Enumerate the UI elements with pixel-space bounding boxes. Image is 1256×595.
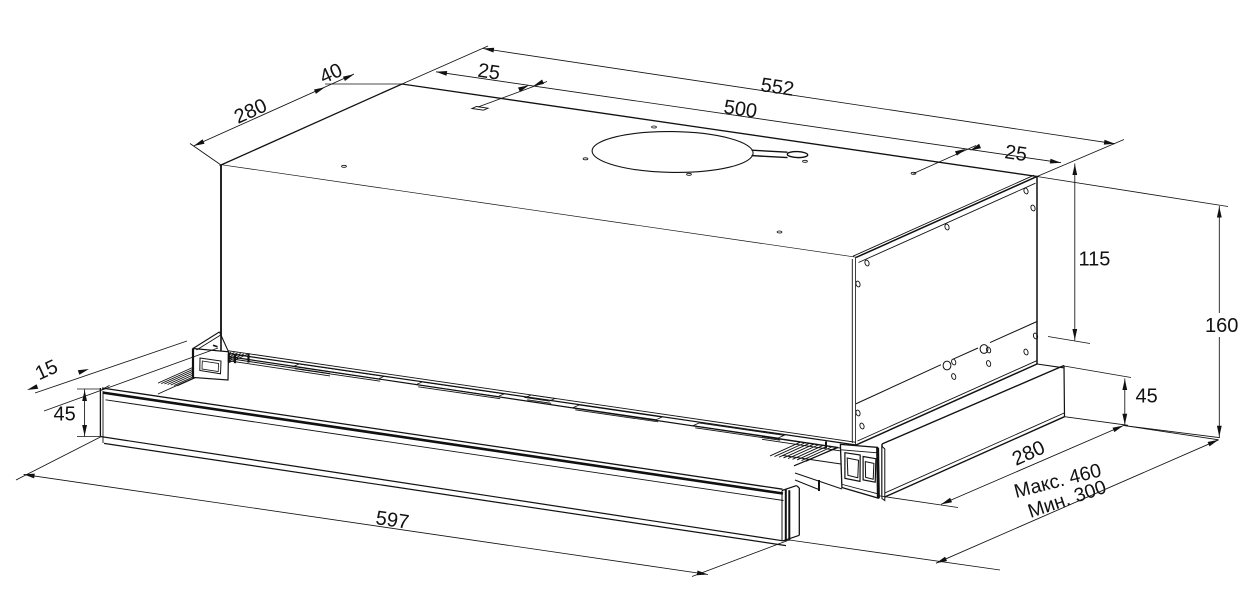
svg-text:160: 160 xyxy=(1205,315,1238,337)
svg-text:45: 45 xyxy=(1136,386,1158,408)
svg-text:500: 500 xyxy=(722,96,758,123)
svg-text:597: 597 xyxy=(374,507,410,534)
svg-text:25: 25 xyxy=(476,60,501,85)
svg-text:552: 552 xyxy=(759,74,795,101)
svg-text:115: 115 xyxy=(1079,249,1111,271)
svg-text:25: 25 xyxy=(1003,141,1028,166)
svg-text:45: 45 xyxy=(54,404,76,426)
